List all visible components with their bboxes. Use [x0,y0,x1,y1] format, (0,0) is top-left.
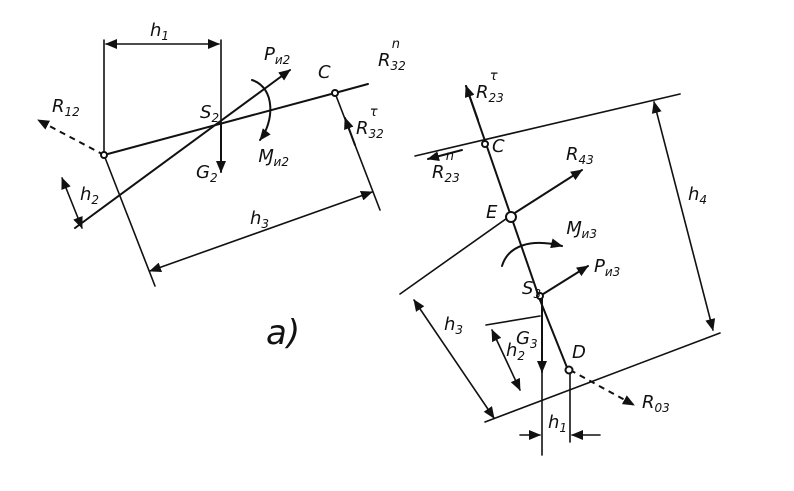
link-2-line [103,92,336,156]
joint-e [505,211,517,223]
label-mu3: Ɱи3 [566,218,597,241]
label-mu2: Ɱи2 [258,146,289,169]
reaction-r03-line [569,369,635,406]
joint-d [564,365,574,375]
reaction-r32t-line [334,92,381,211]
lower-parallel-line [484,332,721,423]
label-c-a: C [318,62,331,83]
reaction-r23t-arrow [464,85,479,121]
label-r43: R43 [566,144,594,167]
label-h2-b: h2 [506,340,525,363]
reaction-r23n-arrow [427,149,463,162]
force-r43 [509,169,583,217]
label-h2-a: h2 [80,184,99,207]
h3-left-line [399,215,511,295]
reaction-r12-line [37,119,105,156]
link-3-lower [539,299,569,371]
label-h3-a: h3 [250,208,269,231]
joint-b [100,151,108,159]
joint-s3 [536,292,544,300]
label-r32n: R32n [378,37,406,73]
figure-b: R23τ C R23n R43 E Ɱи3 Pи3 S3 G3 D R03 h1… [399,69,721,456]
h3-dimension [149,190,373,273]
h2-dimension [61,177,83,229]
h4-dimension [651,101,716,331]
label-g3: G3 [516,328,538,351]
inertia-force-pu3 [539,265,589,297]
label-pu2: Pи2 [264,44,290,67]
label-r23n: R23n [432,149,460,185]
label-h4-b: h4 [688,184,707,207]
link-3-line [465,85,541,301]
joint-c-b [481,140,489,148]
label-h1-b: h1 [548,412,567,435]
h3-dimension [413,299,495,419]
inertia-force-line [74,69,291,229]
label-pu3: Pи3 [594,256,620,279]
label-s3: S3 [522,278,541,301]
reaction-r32t-arrow [344,117,356,146]
label-d: D [572,342,586,363]
figure-a: h1 R12 S2 G2 Pи2 Ɱи2 C R32n R32τ h2 h3 а… [37,20,406,353]
link-2-extension [334,83,369,94]
h2-top-line [485,315,541,326]
inertia-moment-arc [251,79,272,141]
h2-dimension-b [491,329,521,391]
label-r32t: R32τ [356,105,384,141]
label-c-b: C [492,136,505,157]
label-s2: S2 [200,102,219,125]
inertia-moment-arc-3 [501,238,563,267]
figure-a-caption: а) [266,313,300,353]
upper-parallel-line [414,93,681,157]
label-r23t: R23τ [476,69,504,105]
label-r12: R12 [52,96,80,119]
label-r03: R03 [642,392,670,415]
joint-c-a [331,89,339,97]
label-h1-a: h1 [150,20,169,43]
h2-perpendicular [103,154,156,287]
label-g2: G2 [196,162,218,185]
label-e: E [486,202,498,223]
label-h3-b: h3 [444,314,463,337]
